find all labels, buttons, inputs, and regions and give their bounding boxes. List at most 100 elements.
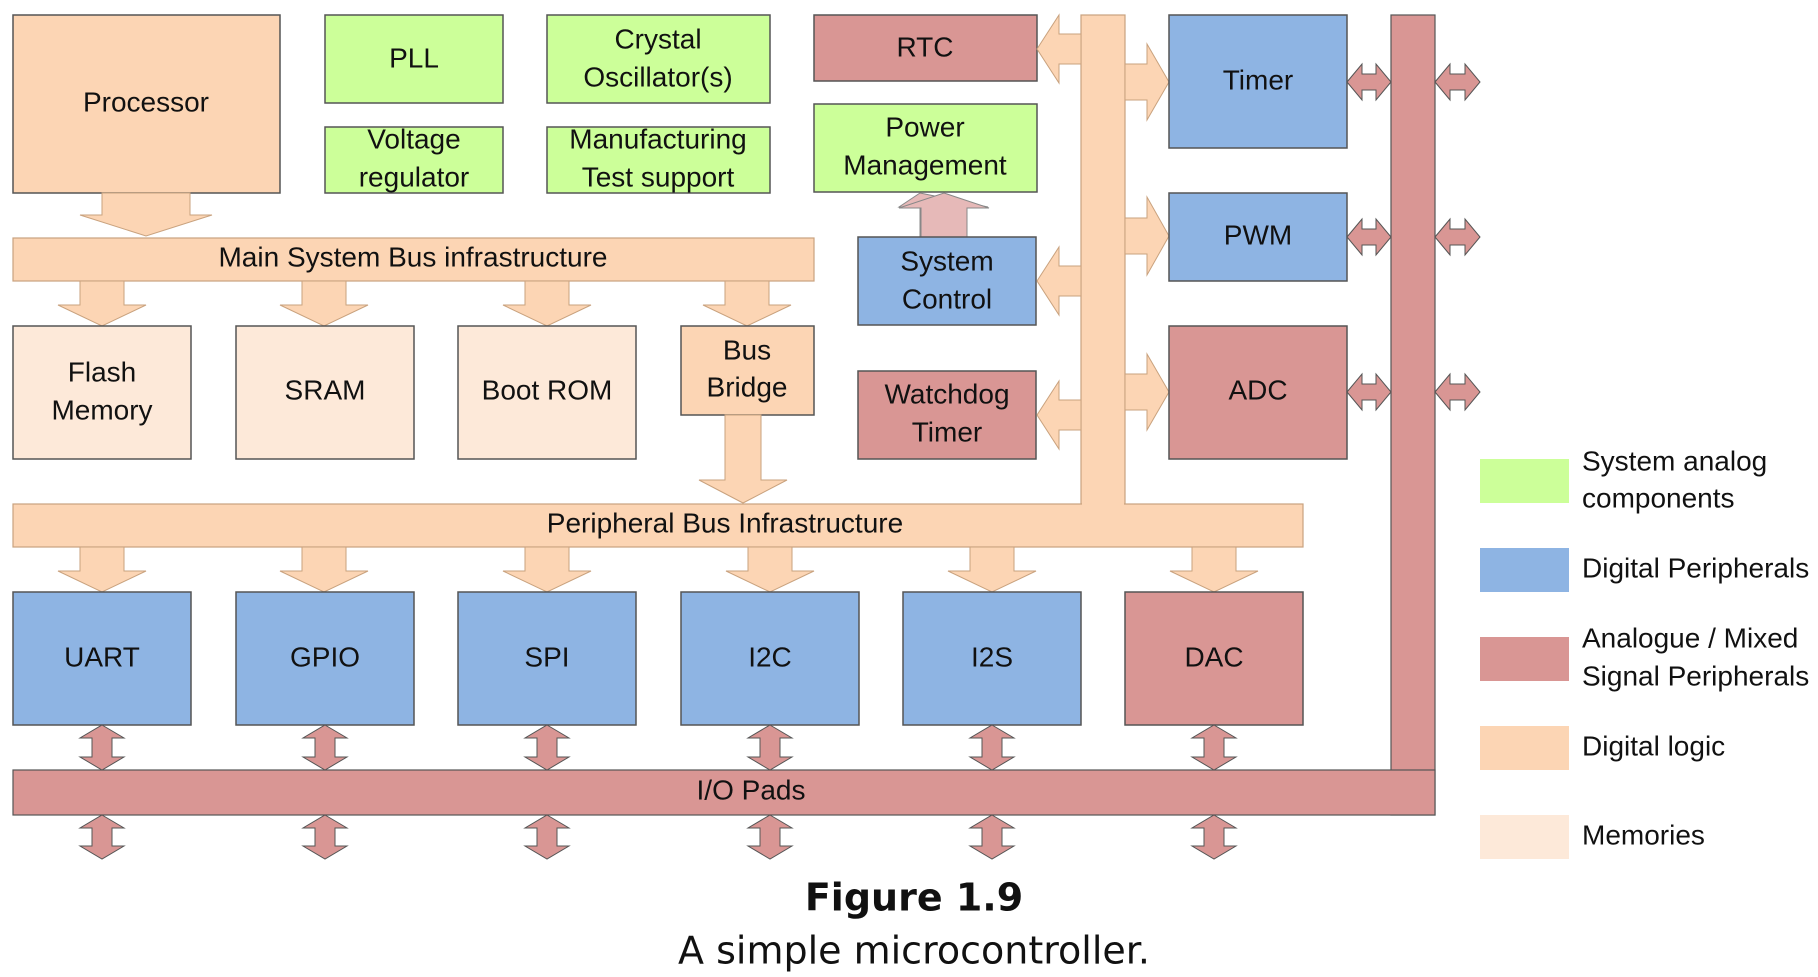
system-control-block [857, 236, 1037, 326]
flash-label-line1: Flash [68, 356, 136, 387]
left-right-arrow-icon [1346, 372, 1392, 412]
dac-label: DAC [1184, 641, 1243, 672]
legend-label-system-analog-line2: components [1582, 482, 1735, 513]
watchdog-label-line1: Watchdog [884, 378, 1009, 409]
crystal-oscillator-block [546, 14, 771, 104]
spi-block [457, 591, 637, 726]
figure-title: Figure 1.9 [805, 876, 1023, 920]
io-pads-label: I/O Pads [697, 774, 806, 805]
gpio-block [235, 591, 415, 726]
up-down-arrow-icon [301, 814, 349, 860]
legend-swatch-memories [1480, 815, 1569, 859]
down-arrow-icon [725, 546, 815, 593]
down-arrow-icon [947, 546, 1037, 593]
legend-label-digital-logic: Digital logic [1582, 730, 1725, 761]
system-control-label-line1: System [900, 245, 993, 276]
down-arrow-icon [57, 280, 147, 327]
down-arrow-icon [698, 414, 788, 504]
legend-swatch-analog-mixed [1480, 637, 1569, 681]
down-arrow-icon [57, 546, 147, 593]
up-down-arrow-icon [78, 724, 126, 771]
manufacturing-test-block [546, 126, 771, 194]
up-down-arrow-icon [1190, 814, 1238, 860]
i2s-label: I2S [971, 641, 1013, 672]
boot-rom-label: Boot ROM [482, 374, 613, 405]
power-label-line2: Management [843, 149, 1007, 180]
manufacturing-label-line2: Test support [582, 161, 735, 192]
up-down-arrow-icon [523, 814, 571, 860]
power-label-line1: Power [885, 111, 964, 142]
up-down-arrow-icon [78, 814, 126, 860]
crystal-label-line1: Crystal [614, 23, 701, 54]
timer-label: Timer [1223, 64, 1294, 95]
manufacturing-label-line1: Manufacturing [569, 123, 746, 154]
left-right-arrow-icon [1434, 217, 1481, 257]
peripheral-bus-label: Peripheral Bus Infrastructure [547, 507, 903, 538]
down-arrow-icon [279, 546, 369, 593]
io-pads-join [1392, 771, 1434, 814]
flash-label-line2: Memory [51, 394, 152, 425]
peripheral-bus-join [1082, 500, 1124, 510]
down-arrow-icon [502, 546, 592, 593]
rtc-block [813, 14, 1038, 82]
up-down-arrow-icon [968, 724, 1016, 771]
down-arrow-icon [79, 192, 213, 237]
peripheral-bus-trunk [1080, 14, 1126, 513]
crystal-label-line2: Oscillator(s) [583, 61, 732, 92]
bus-bridge-label-line1: Bus [723, 334, 771, 365]
boot-rom-block [457, 325, 637, 460]
down-arrow-icon [279, 280, 369, 327]
adc-label: ADC [1228, 374, 1287, 405]
watchdog-timer-block [857, 370, 1037, 460]
right-arrow-icon [1124, 352, 1170, 432]
legend-label-analog-mixed-line2: Signal Peripherals [1582, 660, 1809, 691]
sram-block [235, 325, 415, 460]
left-arrow-icon [1036, 13, 1082, 85]
left-right-arrow-icon [1346, 217, 1392, 257]
legend-label-memories: Memories [1582, 819, 1705, 850]
i2s-block [902, 591, 1082, 726]
watchdog-label-line2: Timer [912, 416, 983, 447]
legend-swatch-digital-logic [1480, 726, 1569, 770]
sram-label: SRAM [285, 374, 366, 405]
bus-bridge-block [680, 325, 815, 416]
processor-label: Processor [83, 86, 209, 117]
legend-swatch-digital-peripherals [1480, 548, 1569, 592]
left-right-arrow-icon [1434, 62, 1481, 102]
down-arrow-icon [1169, 546, 1259, 593]
legend: System analog components Digital Periphe… [1480, 445, 1809, 859]
up-down-arrow-icon [301, 724, 349, 771]
timer-block [1168, 14, 1348, 149]
left-arrow-icon [1036, 245, 1082, 317]
right-arrow-icon [1124, 42, 1170, 122]
rtc-label: RTC [896, 31, 953, 62]
up-down-arrow-icon [968, 814, 1016, 860]
pwm-label: PWM [1224, 219, 1292, 250]
io-pads-vertical [1390, 14, 1436, 816]
system-control-label-line2: Control [902, 283, 992, 314]
adc-block [1168, 325, 1348, 460]
dac-block [1124, 591, 1304, 726]
pll-block [324, 14, 504, 104]
legend-swatch-system-analog [1480, 459, 1569, 503]
gpio-label: GPIO [290, 641, 360, 672]
legend-label-analog-mixed-line1: Analogue / Mixed [1582, 622, 1798, 653]
left-right-arrow-icon [1346, 62, 1392, 102]
voltage-regulator-block [324, 126, 504, 194]
legend-label-system-analog-line1: System analog [1582, 445, 1767, 476]
voltage-label-line1: Voltage [367, 123, 460, 154]
pwm-block [1168, 192, 1348, 282]
down-arrow-icon [502, 280, 592, 327]
uart-label: UART [64, 641, 140, 672]
power-management-block [813, 103, 1038, 193]
down-arrow-icon [702, 280, 792, 327]
figure-subtitle: A simple microcontroller. [678, 929, 1150, 973]
main-system-bus [12, 237, 815, 282]
bus-bridge-label-line2: Bridge [707, 371, 788, 402]
peripheral-bus [12, 503, 1304, 548]
i2c-block [680, 591, 860, 726]
up-down-arrow-icon [1190, 724, 1238, 771]
left-arrow-icon [1036, 379, 1082, 451]
io-pads-bar [12, 769, 1436, 816]
up-down-arrow-icon [523, 724, 571, 771]
